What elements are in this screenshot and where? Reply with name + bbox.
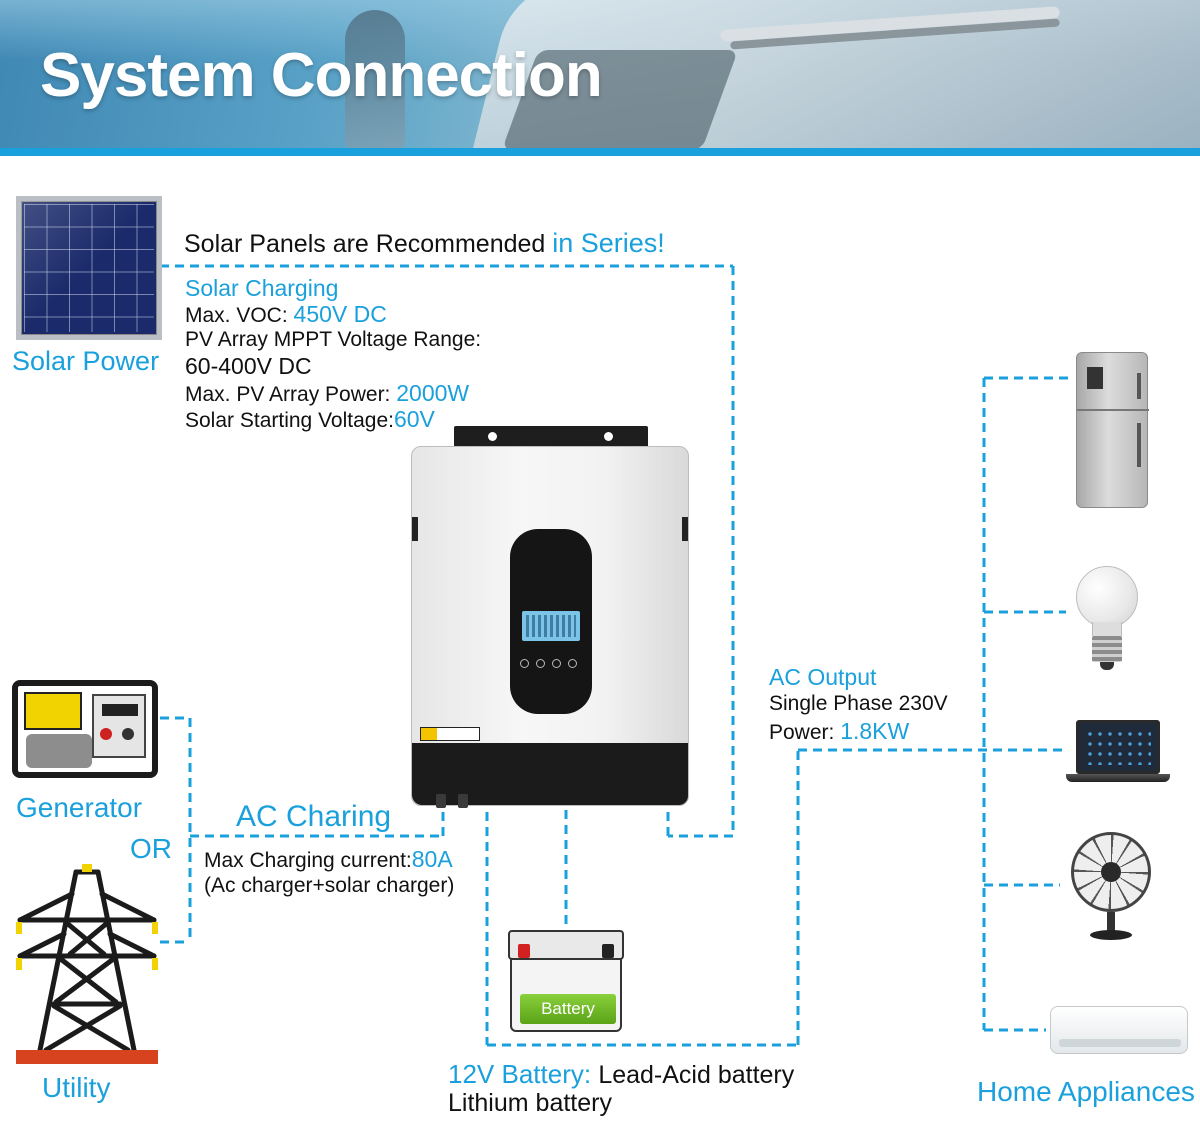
inverter-button — [536, 659, 545, 668]
ac-output-phase: Single Phase 230V — [769, 692, 948, 715]
caution-label — [420, 727, 480, 741]
air-conditioner-icon — [1050, 1006, 1188, 1054]
header-divider — [0, 148, 1200, 156]
person-silhouette — [345, 10, 405, 148]
max-voc-line: Max. VOC: 450V DC — [185, 301, 387, 329]
utility-tower-icon — [12, 864, 162, 1064]
page-title: System Connection — [40, 41, 603, 110]
solar-cell-grid — [24, 204, 154, 332]
series-highlight: in Series! — [552, 228, 665, 258]
max-pv-label: Max. PV Array Power: — [185, 383, 397, 406]
series-recommendation-text: Solar Panels are Recommended — [184, 230, 553, 258]
max-charging-current-value: 80A — [411, 846, 453, 872]
inverter-control-panel — [510, 529, 592, 714]
ac-vent — [1059, 1039, 1181, 1047]
inverter-button — [520, 659, 529, 668]
max-voc-value: 450V DC — [293, 301, 387, 327]
generator-engine — [26, 734, 92, 768]
start-voltage-line: Solar Starting Voltage:60V — [185, 406, 435, 434]
home-appliances-label: Home Appliances — [977, 1076, 1195, 1107]
fridge-display — [1087, 367, 1103, 389]
battery-top — [508, 930, 624, 960]
generator-control-panel — [92, 694, 146, 758]
generator-label: Generator — [16, 792, 143, 823]
inverter-side-tab — [682, 517, 688, 541]
ac-output-power-label: Power: — [769, 721, 841, 744]
mppt-label: PV Array MPPT Voltage Range: — [185, 328, 482, 351]
positive-terminal — [518, 944, 530, 958]
negative-terminal — [602, 944, 614, 958]
inverter-port — [458, 794, 468, 808]
max-voc-label: Max. VOC: — [185, 304, 294, 327]
start-voltage-label: Solar Starting Voltage: — [185, 409, 394, 432]
max-charging-current-label: Max Charging current: — [204, 849, 412, 872]
start-voltage-value: 60V — [393, 406, 435, 432]
solar-charging-heading: Solar Charging — [185, 275, 339, 301]
fan-pole — [1107, 912, 1115, 932]
max-charging-current-line: Max Charging current:80A — [204, 846, 453, 874]
battery-type-lead-acid: Lead-Acid battery — [598, 1061, 795, 1089]
ac-output-heading: AC Output — [769, 664, 877, 690]
fan-foot — [1090, 930, 1132, 940]
mount-hole — [604, 432, 613, 441]
inverter-button — [568, 659, 577, 668]
tower-drawing — [16, 864, 158, 1053]
bulb-tip — [1100, 662, 1114, 670]
inverter-port — [436, 794, 446, 808]
inverter-button — [552, 659, 561, 668]
solar-power-label: Solar Power — [12, 346, 160, 376]
series-recommendation: Solar Panels are Recommended in Series! — [184, 228, 665, 259]
ac-charging-heading: AC Charing — [236, 800, 392, 833]
fridge-handle — [1137, 373, 1141, 399]
tower-base — [16, 1050, 158, 1064]
battery-type-lithium: Lithium battery — [448, 1089, 612, 1117]
ac-output-power-value: 1.8KW — [840, 718, 910, 744]
panel-shine — [21, 201, 157, 335]
battery-body: Battery — [510, 958, 622, 1032]
bulb-neck — [1092, 622, 1122, 636]
laptop-icon — [1066, 720, 1170, 782]
generator-frame — [12, 680, 158, 778]
or-label: OR — [130, 833, 172, 864]
battery-type-label: 12V Battery: — [448, 1059, 599, 1089]
light-bulb-icon — [1072, 566, 1142, 670]
inverter-side-tab — [412, 517, 418, 541]
generator-icon — [12, 680, 158, 778]
mount-hole — [488, 432, 497, 441]
inverter-mount-bracket — [454, 426, 648, 448]
fan-hub — [1101, 862, 1121, 882]
solar-panel-icon — [16, 196, 162, 340]
laptop-base — [1066, 774, 1170, 782]
inverter-lcd-display — [522, 611, 580, 641]
utility-label: Utility — [42, 1072, 111, 1103]
mppt-value: 60-400V DC — [185, 353, 312, 379]
fridge-door-split — [1077, 409, 1149, 411]
fan-icon — [1068, 832, 1154, 942]
refrigerator-icon — [1076, 352, 1149, 508]
battery-icon-label: Battery — [520, 994, 616, 1024]
fridge-handle — [1137, 423, 1141, 467]
max-pv-line: Max. PV Array Power: 2000W — [185, 380, 469, 408]
battery-type-line: 12V Battery: Lead-Acid battery — [448, 1060, 794, 1090]
header-banner: System Connection — [0, 0, 1200, 148]
ac-output-power-line: Power: 1.8KW — [769, 718, 909, 746]
max-pv-value: 2000W — [396, 380, 470, 406]
inverter-base — [412, 743, 688, 805]
generator-tank — [24, 692, 82, 730]
laptop-screen — [1076, 720, 1160, 774]
charger-note: (Ac charger+solar charger) — [204, 874, 455, 897]
bulb-glass — [1076, 566, 1138, 628]
inverter-icon — [411, 446, 689, 806]
bulb-screw-base — [1092, 636, 1122, 662]
battery-icon: Battery — [508, 930, 624, 1034]
